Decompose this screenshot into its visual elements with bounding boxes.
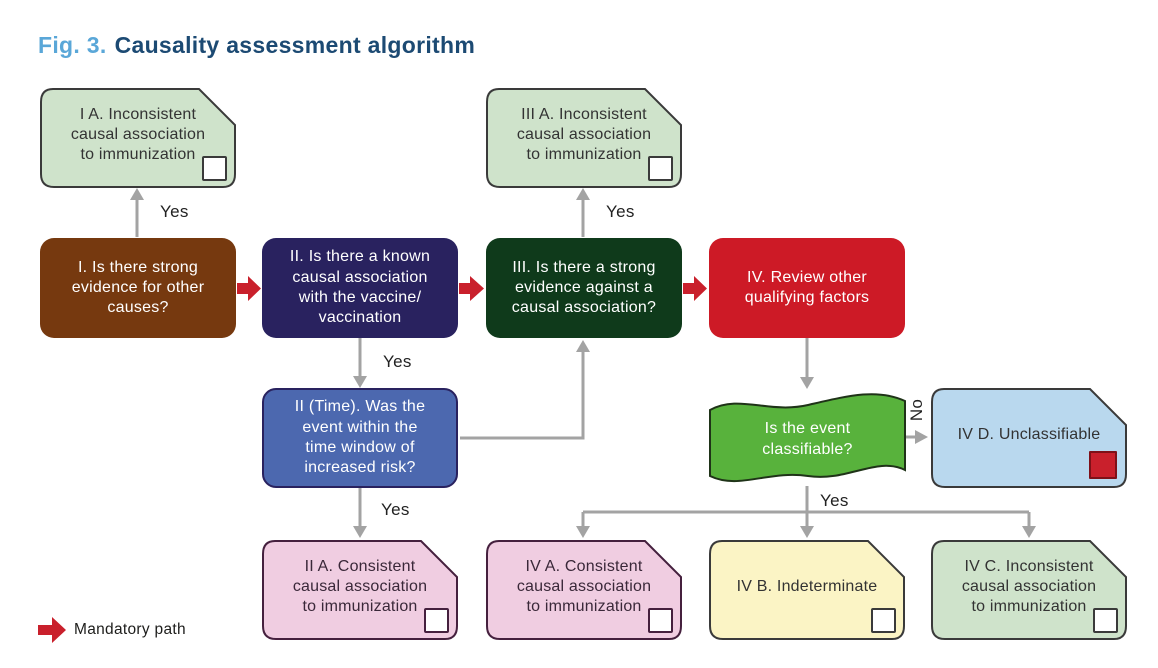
banner-shape bbox=[709, 393, 906, 483]
note-ivb-indeterminate: IV B. Indeterminate bbox=[709, 540, 905, 640]
arrow-q1-to-note-ia bbox=[130, 188, 144, 237]
node-q1-strong-evidence-other-causes: I. Is there strong evidence for other ca… bbox=[40, 238, 236, 338]
node-q2-known-causal-association: II. Is there a known causal association … bbox=[262, 238, 458, 338]
label-yes-q3-iiia: Yes bbox=[606, 202, 635, 221]
note-ia-checkbox bbox=[202, 156, 227, 181]
arrow-banner-to-note-ivd bbox=[906, 430, 928, 444]
mandatory-path-arrow-q1-q2 bbox=[237, 276, 261, 301]
note-iia-consistent: II A. Consistent causal association to i… bbox=[262, 540, 458, 640]
note-iia-label: II A. Consistent causal association to i… bbox=[292, 557, 428, 616]
label-yes-q2-time: Yes bbox=[383, 352, 412, 371]
node-is-event-classifiable-banner: Is the event classifiable? bbox=[709, 392, 906, 488]
note-iva-checkbox bbox=[648, 608, 673, 633]
label-no-banner: No bbox=[907, 398, 927, 422]
label-yes-banner: Yes bbox=[820, 491, 849, 510]
node-q2-time-window: II (Time). Was the event within the time… bbox=[262, 388, 458, 488]
arrow-q2-time-to-q3 bbox=[460, 340, 590, 440]
note-ivc-inconsistent: IV C. Inconsistent causal association to… bbox=[931, 540, 1127, 640]
figure-title-text: Causality assessment algorithm bbox=[114, 32, 476, 58]
mandatory-path-icon bbox=[38, 617, 66, 643]
legend-mandatory-path: Mandatory path bbox=[38, 616, 298, 646]
banner-label: Is the event classifiable? bbox=[762, 420, 853, 458]
figure-title: Fig. 3. Causality assessment algorithm bbox=[38, 32, 475, 59]
note-iva-label: IV A. Consistent causal association to i… bbox=[516, 557, 652, 616]
mandatory-path-arrow-q3-q4 bbox=[683, 276, 707, 301]
figure-number: Fig. 3. bbox=[38, 32, 107, 58]
label-yes-time-iia: Yes bbox=[381, 500, 410, 519]
arrow-q3-to-note-iiia bbox=[576, 188, 590, 237]
note-ivc-label: IV C. Inconsistent causal association to… bbox=[961, 557, 1097, 616]
arrow-banner-yes-branch bbox=[576, 486, 1036, 538]
node-q4-review-qualifying-factors: IV. Review other qualifying factors bbox=[709, 238, 905, 338]
label-yes-q1-ia: Yes bbox=[160, 202, 189, 221]
node-q3-evidence-against-association: III. Is there a strong evidence against … bbox=[486, 238, 682, 338]
note-ivb-checkbox bbox=[871, 608, 896, 633]
note-iia-checkbox bbox=[424, 608, 449, 633]
note-ivd-label: IV D. Unclassifiable bbox=[957, 425, 1101, 443]
note-ia-inconsistent: I A. Inconsistent causal association to … bbox=[40, 88, 236, 188]
note-iiia-checkbox bbox=[648, 156, 673, 181]
legend-label: Mandatory path bbox=[74, 621, 186, 638]
note-ia-label: I A. Inconsistent causal association to … bbox=[70, 105, 206, 164]
note-iiia-inconsistent: III A. Inconsistent causal association t… bbox=[486, 88, 682, 188]
note-ivb-label: IV B. Indeterminate bbox=[736, 577, 878, 595]
note-ivd-unclassifiable: IV D. Unclassifiable bbox=[931, 388, 1127, 488]
arrow-q2-to-q2-time bbox=[353, 338, 367, 388]
note-ivc-checkbox bbox=[1093, 608, 1118, 633]
mandatory-path-arrow-q2-q3 bbox=[459, 276, 484, 301]
arrow-q2-time-to-note-iia bbox=[353, 488, 367, 538]
arrow-q4-to-banner bbox=[800, 338, 814, 389]
note-iva-consistent: IV A. Consistent causal association to i… bbox=[486, 540, 682, 640]
note-iiia-label: III A. Inconsistent causal association t… bbox=[516, 105, 652, 164]
note-ivd-red-checkbox bbox=[1089, 451, 1117, 479]
